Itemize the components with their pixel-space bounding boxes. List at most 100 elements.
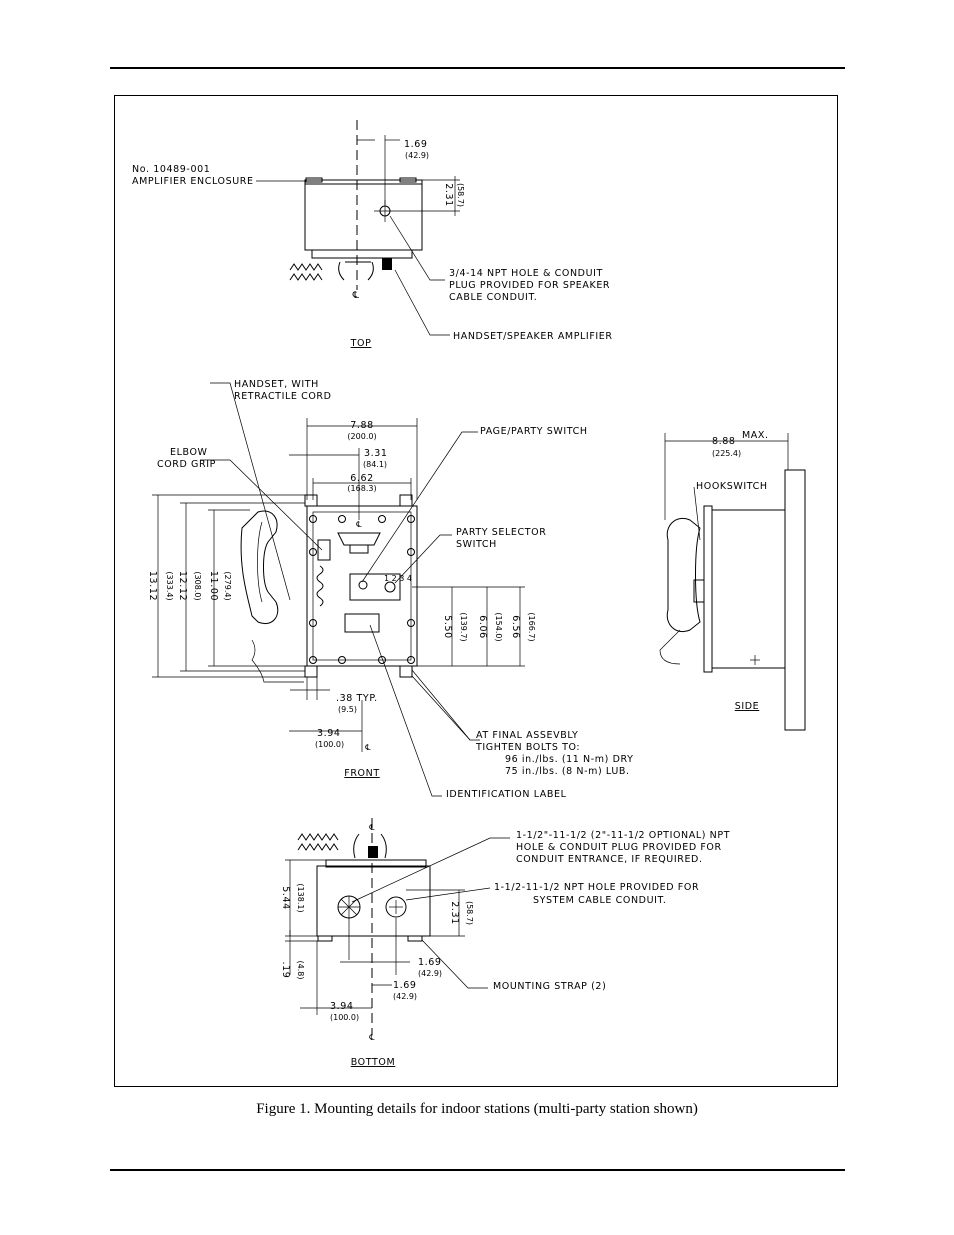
label-party-selector-2: SWITCH [456, 539, 497, 550]
label-handset-2: RETRACTILE CORD [234, 391, 332, 402]
dim-front-788: 7.88 [350, 420, 374, 431]
dim-bottom-544: 5.44 [280, 886, 291, 910]
dim-bottom-231: 2.31 [449, 901, 460, 925]
label-max: MAX. [742, 430, 769, 441]
dim-bottom-394-mm: (100.0) [330, 1013, 359, 1022]
bottom-hookswitch [353, 833, 387, 859]
front-plate [306, 505, 418, 667]
dim-bottom-19: .19 [280, 962, 291, 979]
dim-front-656: 6.56 [510, 615, 521, 639]
label-final-3: 96 in./lbs. (11 N-m) DRY [505, 754, 634, 765]
top-hookswitch [338, 261, 374, 281]
dim-front-550: 5.50 [442, 615, 453, 639]
view-label-top: TOP [350, 338, 372, 349]
front-elbow-grip [317, 539, 331, 561]
dim-bottom-19-mm: (4.8) [296, 961, 305, 980]
header-rule [110, 67, 845, 69]
svg-text:1 2 3 4: 1 2 3 4 [384, 574, 412, 583]
view-label-front: FRONT [344, 768, 379, 779]
front-handset [240, 510, 279, 624]
bottom-coil-cord [297, 833, 339, 841]
label-npt-bottom-2: HOLE & CONDUIT PLUG PROVIDED FOR [516, 842, 722, 853]
page-party-switch [358, 580, 368, 590]
label-final-2: TIGHTEN BOLTS TO: [475, 742, 580, 753]
dim-front-394: 3.94 [317, 728, 341, 739]
dim-bottom-394: 3.94 [330, 1001, 354, 1012]
front-view: ℄ 1 2 3 4 7.88 (200.0) 3.31 (84.1) 6.62 … [147, 379, 634, 800]
front-bolts [309, 515, 415, 664]
dim-front-1212-mm: (308.0) [193, 571, 202, 600]
label-system-2: SYSTEM CABLE CONDUIT. [533, 895, 666, 906]
dim-front-1100-mm: (279.4) [223, 571, 232, 600]
dim-side-888: 8.88 [712, 436, 736, 447]
dim-top-169: 1.69 [404, 139, 428, 150]
figure-caption: Figure 1. Mounting details for indoor st… [256, 1101, 698, 1117]
dim-front-656-mm: (166.7) [527, 612, 536, 641]
dim-front-662: 6.62 [350, 473, 374, 484]
front-id-label [344, 613, 380, 633]
front-switch-box [349, 573, 401, 601]
dim-bottom-169b: 1.69 [393, 980, 417, 991]
label-final-1: AT FINAL ASSEVBLY [476, 730, 578, 741]
label-page-party: PAGE/PARTY SWITCH [480, 426, 588, 437]
top-coil-cord [289, 263, 323, 271]
label-handset-1: HANDSET, WITH [234, 379, 319, 390]
dim-front-1100: 11.00 [208, 571, 219, 601]
side-enclosure [711, 509, 786, 669]
dim-front-1212: 12.12 [177, 571, 188, 601]
front-handset-cord [251, 639, 304, 683]
svg-text:℄: ℄ [369, 1033, 375, 1042]
dim-front-606-mm: (154.0) [494, 612, 503, 641]
dim-front-788-mm: (200.0) [347, 432, 376, 441]
label-hookswitch: HOOKSWITCH [696, 481, 768, 492]
bottom-conduit-plug [368, 846, 378, 858]
svg-text:℄: ℄ [352, 290, 360, 301]
label-mounting-strap: MOUNTING STRAP (2) [493, 981, 606, 992]
dim-front-550-mm: (139.7) [459, 612, 468, 641]
label-npt-bottom-3: CONDUIT ENTRANCE, IF REQUIRED. [516, 854, 703, 865]
dim-bottom-169a: 1.69 [418, 957, 442, 968]
footer-rule [110, 1169, 845, 1171]
label-npt-top-2: PLUG PROVIDED FOR SPEAKER [449, 280, 610, 291]
side-handset [666, 518, 701, 632]
bottom-view: ℄ 5.44 (138.1) .19 (4.8) 2.31 (58.7) 1.6… [280, 818, 730, 1068]
dim-bottom-231-mm: (58.7) [465, 901, 474, 925]
dim-front-394-mm: (100.0) [315, 740, 344, 749]
label-typ: .38 TYP. [336, 693, 378, 704]
view-label-side: SIDE [735, 701, 760, 712]
label-elbow-1: ELBOW [170, 447, 208, 458]
label-npt-top-3: CABLE CONDUIT. [449, 292, 537, 303]
side-wall [784, 469, 806, 731]
label-system-1: 1-1/2-11-1/2 NPT HOLE PROVIDED FOR [494, 882, 699, 893]
bottom-enclosure-body [316, 865, 431, 937]
label-typ-mm: (9.5) [338, 705, 357, 714]
label-npt-bottom-1: 1-1/2"-11-1/2 (2"-11-1/2 OPTIONAL) NPT [516, 830, 730, 841]
top-view: ℄ 1.69 (42.9) 2.31 (58.7) No. 10489-001 … [132, 120, 612, 349]
dim-side-888-mm: (225.4) [712, 449, 741, 458]
bottom-system-hole [385, 896, 407, 918]
dim-top-231: 2.31 [443, 183, 454, 207]
party-selector-knob [384, 581, 396, 593]
side-handset-cord [659, 629, 681, 665]
dim-front-331-mm: (84.1) [363, 460, 387, 469]
svg-text:℄: ℄ [356, 520, 362, 529]
dim-bottom-169a-mm: (42.9) [418, 969, 442, 978]
dim-front-1312: 13.12 [147, 571, 158, 601]
dim-front-1312-mm: (333.4) [165, 571, 174, 600]
label-final-4: 75 in./lbs. (8 N-m) LUB. [505, 766, 630, 777]
top-conduit-plug [382, 258, 392, 270]
dim-front-662-mm: (168.3) [347, 484, 376, 493]
dim-top-169-mm: (42.9) [405, 151, 429, 160]
dim-bottom-169b-mm: (42.9) [393, 992, 417, 1001]
label-elbow-2: CORD GRIP [157, 459, 216, 470]
side-view: 8.88 (225.4) MAX. HOOKSWITCH SIDE [659, 430, 806, 731]
label-identification: IDENTIFICATION LABEL [446, 789, 567, 800]
label-party-selector-1: PARTY SELECTOR [456, 527, 546, 538]
svg-text:℄: ℄ [365, 743, 371, 752]
label-enclosure-no: No. 10489-001 [132, 164, 210, 175]
drawing-frame [114, 95, 838, 1087]
dim-front-331: 3.31 [364, 448, 388, 459]
label-npt-top-1: 3/4-14 NPT HOLE & CONDUIT [449, 268, 603, 279]
view-label-bottom: BOTTOM [351, 1057, 396, 1068]
